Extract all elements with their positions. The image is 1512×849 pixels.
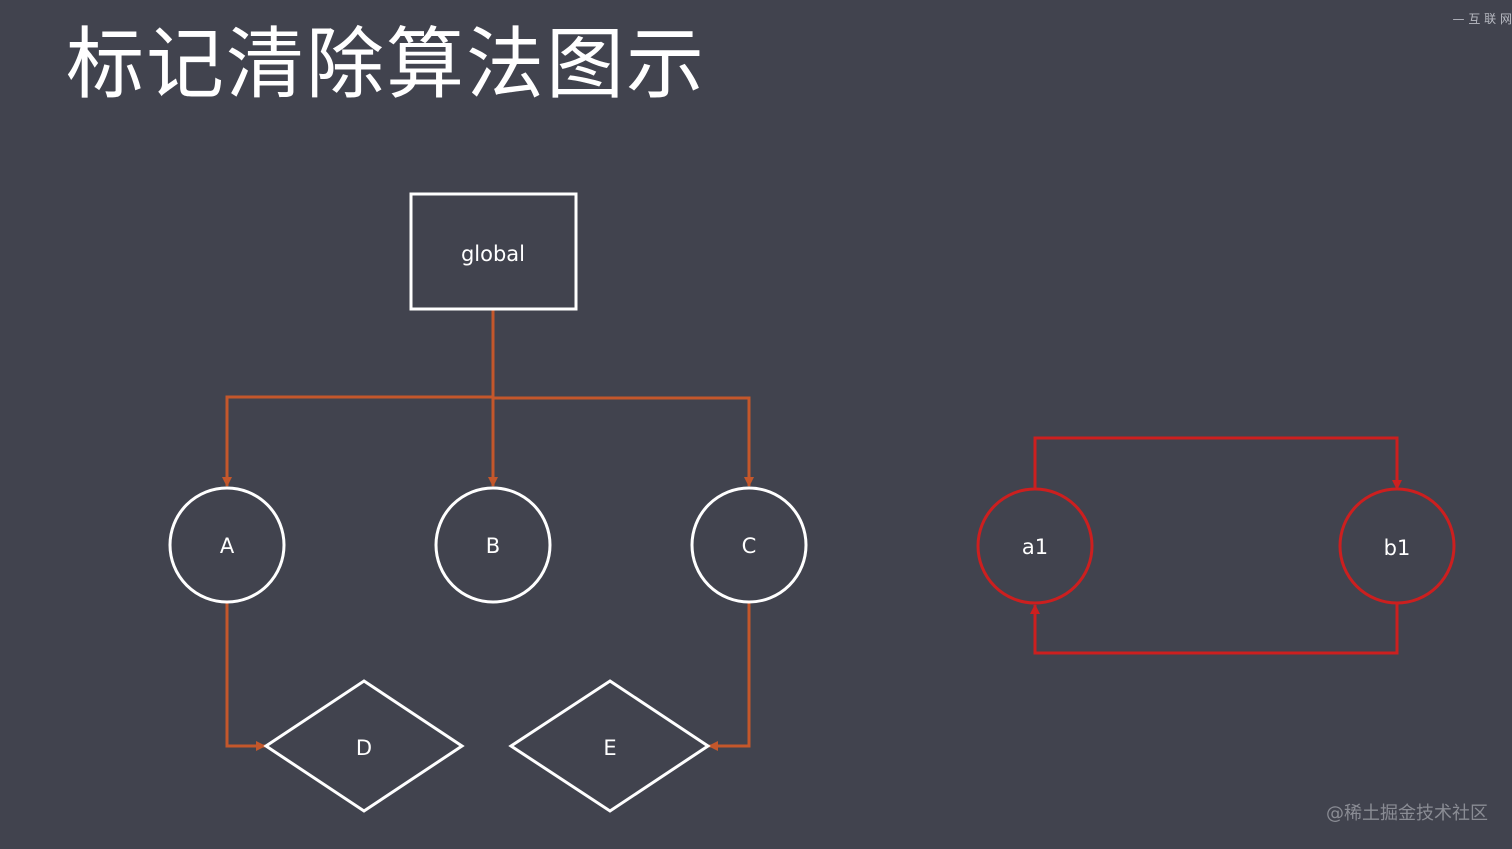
edge-b1-a1 — [1030, 604, 1399, 655]
node-B — [434, 486, 552, 604]
watermark: @稀土掘金技术社区 — [1326, 803, 1488, 824]
edge-A-D — [225, 603, 266, 751]
label-D: D — [356, 736, 372, 760]
label-C: C — [742, 534, 757, 558]
edge-global-C — [493, 396, 754, 487]
page-title: 标记清除算法图示 — [66, 20, 707, 110]
edge-C-E — [708, 603, 751, 751]
edge-a1-b1 — [1033, 436, 1402, 490]
label-b1: b1 — [1384, 536, 1411, 560]
label-global: global — [461, 242, 525, 266]
label-A: A — [220, 534, 235, 558]
node-D — [263, 679, 465, 813]
node-E — [508, 679, 711, 813]
edge-global-A — [222, 310, 495, 487]
label-a1: a1 — [1022, 535, 1048, 559]
node-b1 — [1338, 487, 1456, 605]
node-C — [690, 486, 808, 604]
node-a1 — [976, 487, 1094, 605]
corner-text: — 互 联 网 — [1452, 12, 1512, 26]
label-E: E — [603, 736, 616, 760]
label-B: B — [486, 534, 500, 558]
node-global — [409, 192, 578, 311]
node-A — [168, 486, 286, 604]
